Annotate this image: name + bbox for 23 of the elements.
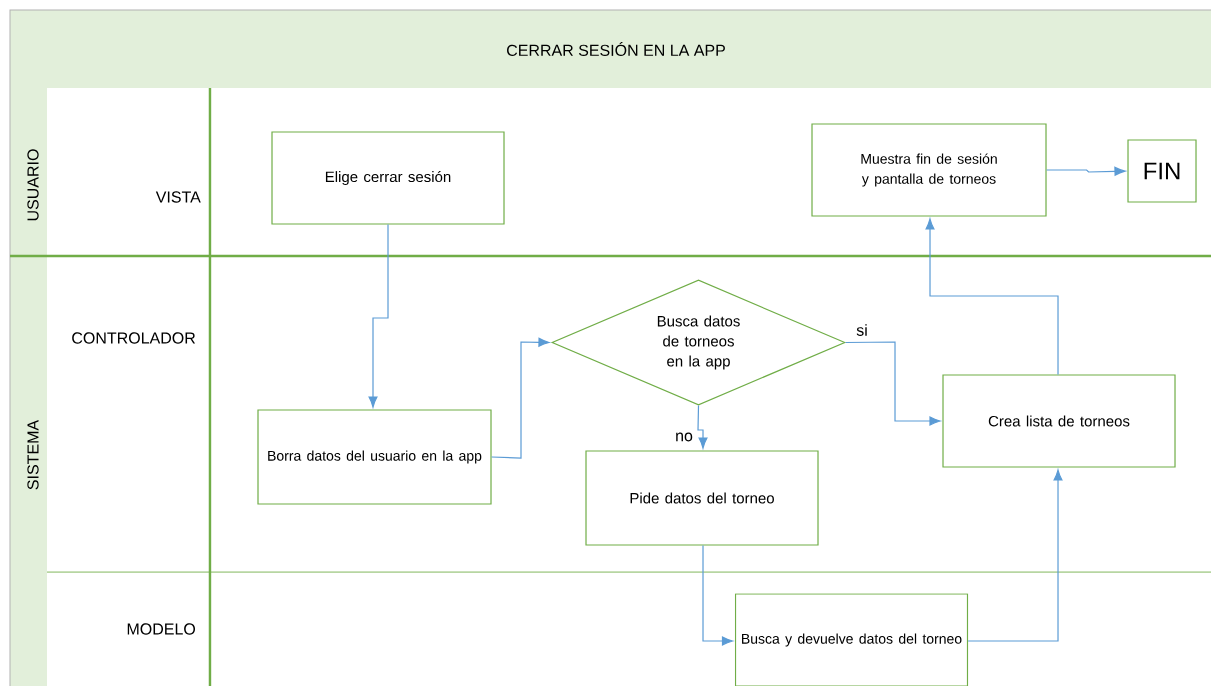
arrow (702, 545, 734, 646)
lane-label: USUARIO (27, 149, 39, 221)
arrow (368, 224, 389, 408)
arrow (845, 341, 941, 426)
process-box: Elige cerrar sesión (271, 131, 505, 225)
process-box: Borra datos del usuario en la app (257, 409, 492, 505)
lane-label: SISTEMA (27, 419, 39, 490)
process-box: Crea lista de torneos (942, 374, 1176, 468)
lane-label: CONTROLADOR (72, 332, 196, 344)
process-box: Busca y devuelve datos del torneo (734, 593, 969, 686)
arrow (697, 405, 708, 449)
process-box: Muestra fin de sesión y pantalla de torneos (811, 123, 1047, 217)
arrow (1046, 166, 1126, 176)
arrow (925, 218, 1059, 375)
edge-label: no (674, 431, 694, 443)
edge-label: si (855, 323, 869, 337)
process-box: Pide datos del torneo (585, 450, 819, 546)
lane-label: MODELO (127, 623, 196, 635)
title: CERRAR SESIÓN EN LA APP (507, 42, 725, 56)
process-box: FIN (1127, 139, 1197, 203)
arrow (967, 469, 1063, 642)
lane-label: VISTA (155, 191, 201, 203)
arrow (491, 337, 550, 459)
